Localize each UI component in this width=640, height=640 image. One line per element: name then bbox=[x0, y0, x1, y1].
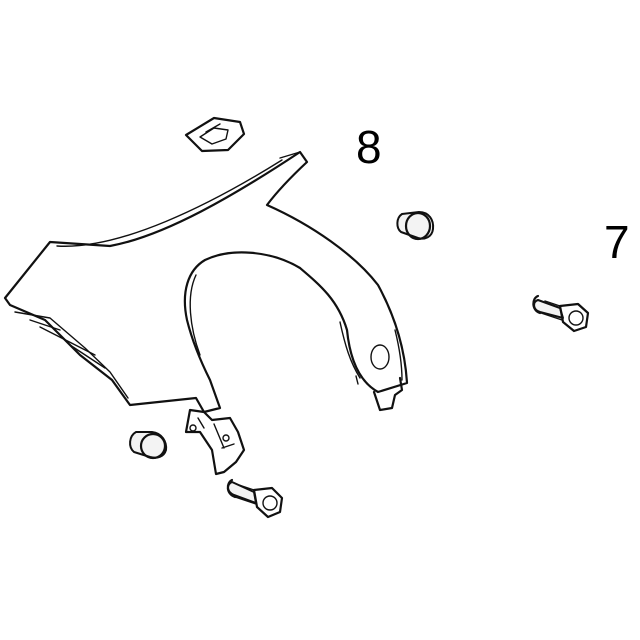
callout-8: 8 bbox=[356, 121, 382, 173]
bushing-icon bbox=[129, 431, 168, 460]
clip-icon bbox=[184, 116, 246, 153]
bolt-icon bbox=[532, 294, 590, 333]
callout-7: 7 bbox=[604, 216, 630, 268]
mounting-bracket-icon bbox=[184, 408, 246, 476]
bushing-icon bbox=[396, 211, 435, 241]
fender-panel bbox=[3, 150, 409, 414]
bolt-icon bbox=[226, 478, 284, 519]
